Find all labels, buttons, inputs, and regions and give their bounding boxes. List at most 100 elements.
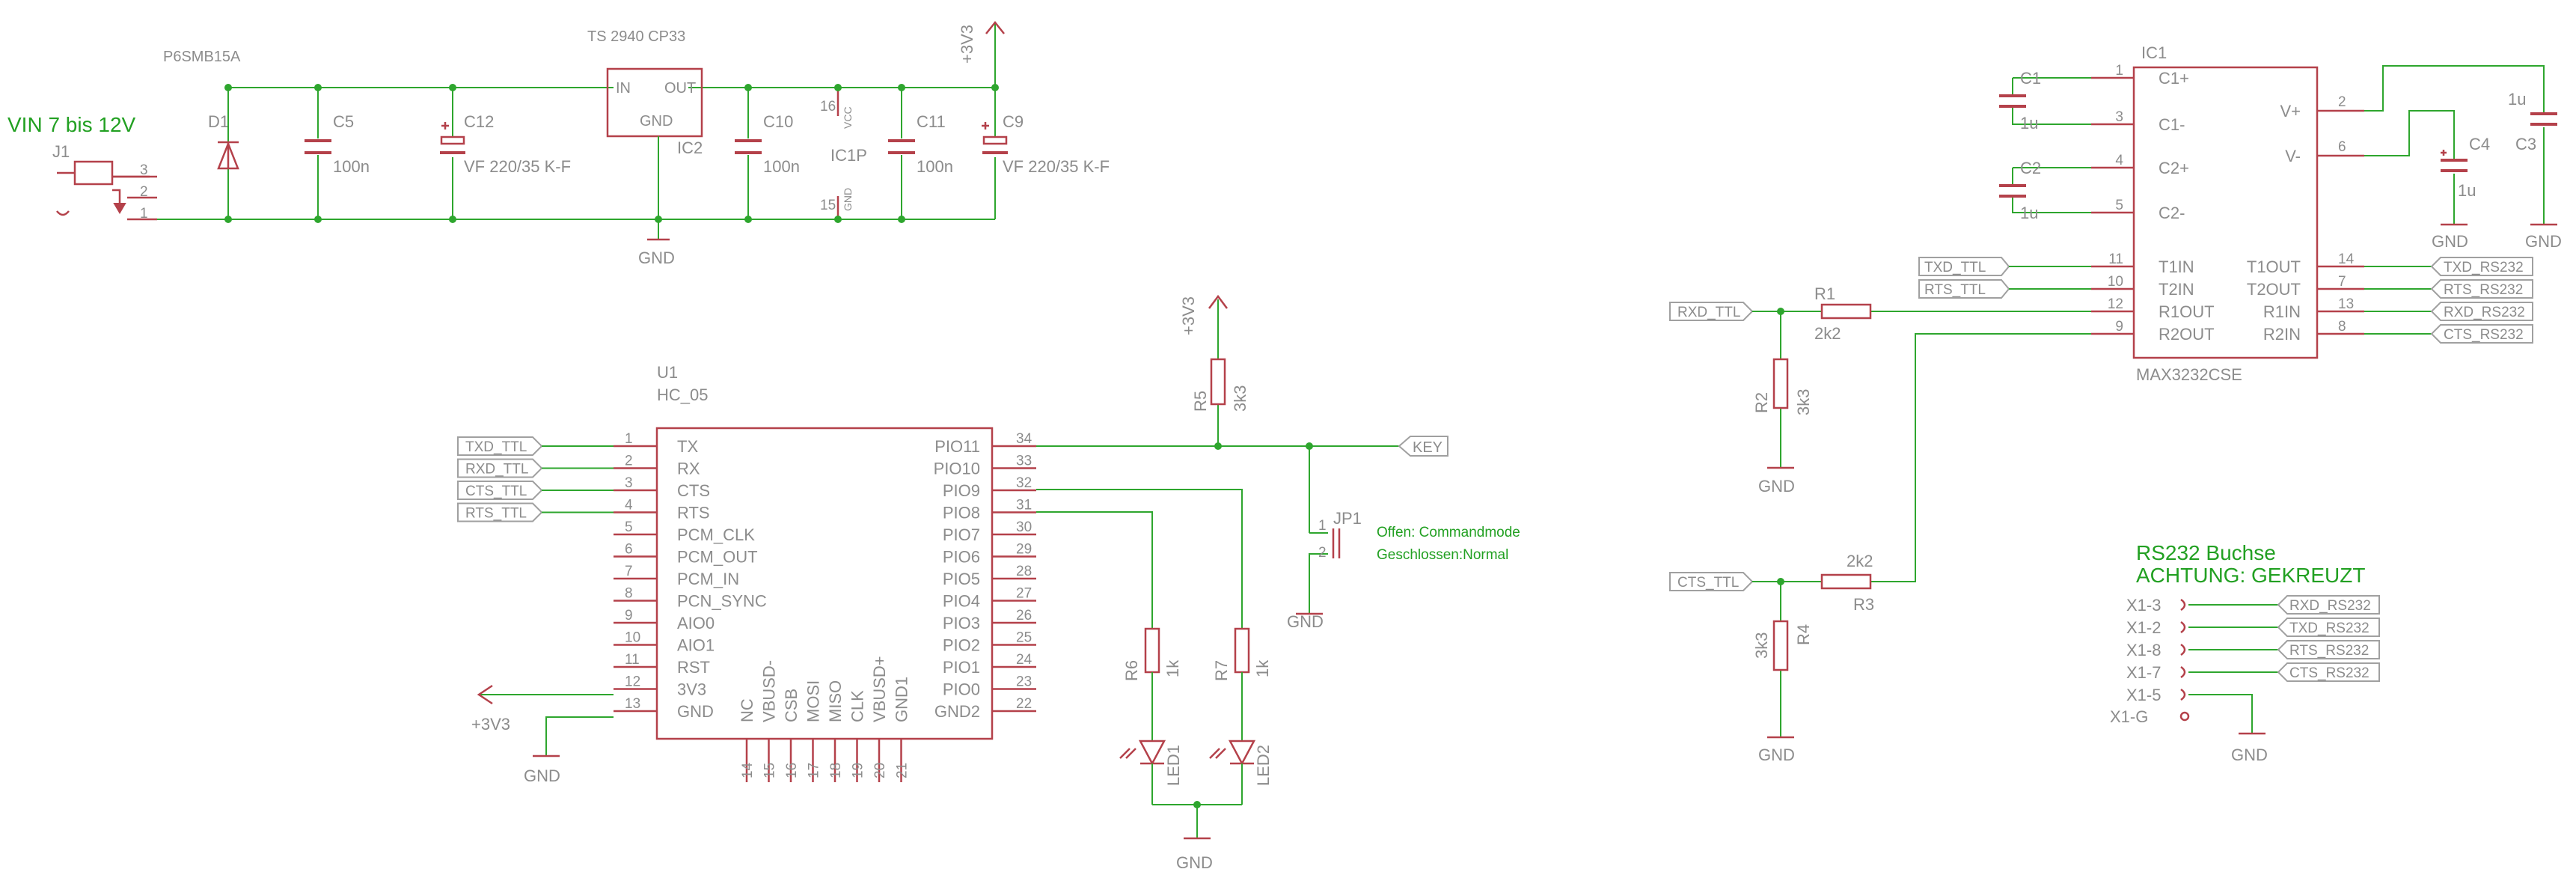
hc05-left-pin-number: 8	[625, 586, 633, 602]
c3-capacitor-symbol	[2364, 65, 2557, 226]
max3232-right-pin-number: 13	[2338, 296, 2354, 312]
c5-value: 100n	[333, 157, 370, 176]
r2-value: 3k3	[1794, 389, 1813, 415]
max3232-left-pin-number: 4	[2115, 153, 2123, 168]
r4-resistor-symbol	[1767, 578, 1794, 739]
hc05-bottom-pin-number: 14	[740, 762, 756, 778]
max3232-left-pin-number: 10	[2108, 274, 2123, 290]
max3232-in-label-txd: TXD_TTL	[1924, 260, 1986, 275]
max3232-left-pin-number: 11	[2108, 252, 2123, 267]
c3-value: 1u	[2508, 90, 2526, 109]
hc05-left-pin-number: 6	[625, 542, 633, 558]
hc05-gnd-symbol	[533, 716, 614, 757]
max3232-rs232-label: RXD_RS232	[2444, 305, 2525, 320]
r5-value: 3k3	[1231, 385, 1249, 412]
key-label-text: KEY	[1413, 439, 1443, 456]
jp1-note-closed: Geschlossen:Normal	[1377, 547, 1508, 563]
hc05-left-pin-name: PCM_CLK	[677, 525, 755, 544]
hc05-right-pin-name: PIO3	[943, 614, 980, 632]
connector-ground-pin-symbol	[2179, 711, 2190, 722]
hc05-right-pin-number: 30	[1016, 519, 1032, 535]
max3232-part: MAX3232CSE	[2136, 365, 2242, 384]
hc05-bottom-pin-name: VBUSD+	[870, 656, 889, 722]
hc05-left-pin-name: PCN_SYNC	[677, 592, 767, 611]
regulator-gnd-pin: GND	[640, 113, 673, 129]
max3232-rs232-label: CTS_RS232	[2444, 327, 2524, 343]
hc05-left-pin-name: 3V3	[677, 680, 706, 699]
ic1p-name: IC1P	[830, 146, 867, 165]
hc05-left-pin-name: AIO0	[677, 614, 715, 632]
max3232-left-pin-name: C1+	[2159, 69, 2189, 88]
power-supply-section: VIN 7 bis 12V J1 3 2 1 P6SMB15A D1 C5 10…	[7, 20, 1110, 267]
jp1-gnd-label: GND	[1287, 612, 1324, 631]
hc05-right-pin-name: PIO7	[943, 525, 980, 544]
connector-net-label: RXD_RS232	[2289, 598, 2371, 614]
hc05-bottom-pin-name: CSB	[782, 689, 801, 722]
max3232-right-pin-number: 8	[2338, 319, 2346, 335]
hc05-bottom-pin-name: MISO	[826, 680, 845, 722]
hc05-right-pin-name: PIO11	[934, 437, 980, 456]
max3232-right-pin-number: 6	[2338, 139, 2346, 155]
r3-value: 2k2	[1847, 552, 1873, 570]
max3232-left-pin-number: 1	[2115, 63, 2123, 79]
c9-name: C9	[1003, 112, 1024, 131]
rxd-ttl-label: RXD_TTL	[1677, 305, 1740, 320]
c9-capacitor-symbol	[982, 88, 1008, 219]
c5-capacitor-symbol	[305, 88, 331, 219]
ic1p-pin-15: 15	[820, 198, 836, 213]
max3232-left-pin-name: R2OUT	[2159, 325, 2215, 344]
hc05-right-pin-name: PIO0	[943, 680, 980, 699]
led2-symbol	[1209, 740, 1256, 805]
max3232-left-pin-name: R1OUT	[2159, 302, 2215, 321]
regulator-part: TS 2940 CP33	[587, 28, 685, 45]
hc05-3v3-label: +3V3	[471, 715, 510, 734]
connector-gnd-symbol	[2188, 694, 2266, 735]
c3-gnd-label: GND	[2525, 232, 2562, 251]
led1-name: LED1	[1164, 745, 1183, 786]
r5-resistor-symbol	[1208, 294, 1228, 446]
c1-name: C1	[2020, 69, 2041, 88]
hc05-bottom-pin-name: CLK	[848, 690, 867, 722]
c10-name: C10	[763, 112, 793, 131]
connector-warning: ACHTUNG: GEKREUZT	[2136, 564, 2365, 587]
connector-pin-name: X1-8	[2126, 641, 2161, 659]
key-net-label	[1398, 436, 1448, 457]
hc05-left-pin-number: 2	[625, 454, 633, 469]
hc05-left-pin-name: AIO1	[677, 636, 715, 655]
max3232-right-pin-number: 14	[2338, 252, 2355, 267]
r7-value: 1k	[1253, 659, 1272, 677]
hc05-right-pin-name: PIO2	[943, 636, 980, 655]
hc05-bottom-pin-number: 18	[828, 763, 844, 778]
max3232-right-pin-number: 7	[2338, 274, 2346, 290]
j1-pin-1: 1	[140, 206, 148, 222]
max3232-right-pin-name: T1OUT	[2247, 257, 2301, 276]
hc05-bottom-pin-number: 21	[895, 763, 911, 778]
vin-label: VIN 7 bis 12V	[7, 113, 136, 136]
hc05-right-pin-number: 28	[1016, 564, 1032, 579]
hc05-bottom-pin-number: 16	[784, 763, 800, 778]
regulator-name: IC2	[677, 138, 703, 157]
hc05-left-pin-number: 4	[625, 498, 633, 513]
c5-name: C5	[333, 112, 354, 131]
hc05-right-pin-number: 32	[1016, 475, 1032, 491]
led-gnd-symbol	[1152, 804, 1242, 840]
max3232-left-pin-name: C1-	[2159, 115, 2185, 134]
regulator-in-pin: IN	[616, 80, 631, 97]
max3232-rs232-label: TXD_RS232	[2444, 260, 2524, 275]
key-rail-label: +3V3	[1179, 296, 1198, 335]
hc05-right-pin-name: PIO8	[943, 504, 980, 522]
hc05-left-pin-number: 10	[625, 630, 640, 646]
rxd-ttl-net-label	[1669, 302, 1754, 321]
key-led-section: +3V3 R5 3k3 KEY 1 2 JP1 Offen: Commandmo…	[1036, 294, 1520, 872]
max3232-right-pin-number: 2	[2338, 94, 2346, 110]
max3232-right-pin-name: R2IN	[2263, 325, 2301, 344]
hc05-name: U1	[657, 363, 678, 382]
d1-part: P6SMB15A	[163, 49, 241, 65]
hc05-right-pin-number: 33	[1016, 454, 1032, 469]
j1-connector-symbol	[56, 160, 150, 216]
hc05-right-pin-number: 22	[1016, 696, 1032, 712]
hc05-left-pin-number: 5	[625, 519, 633, 535]
